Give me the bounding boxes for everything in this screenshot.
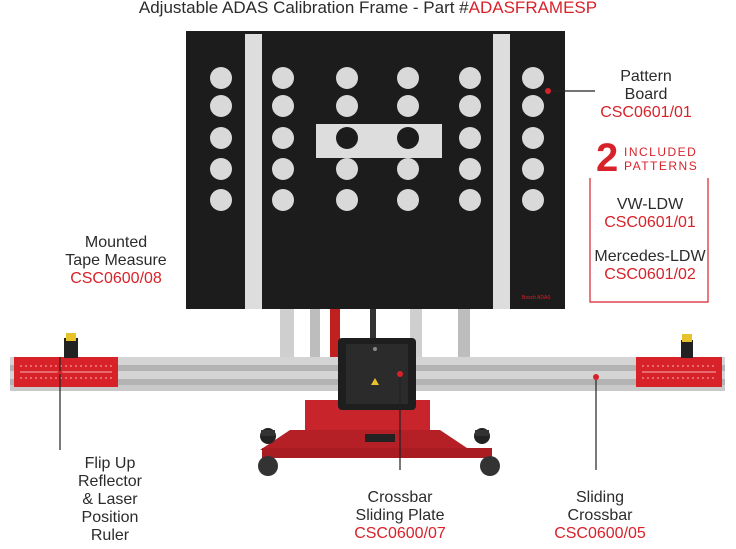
pattern-dot: [272, 189, 294, 211]
pattern-dot: [210, 158, 232, 180]
pattern-dot: [272, 127, 294, 149]
pattern-dot: [336, 67, 358, 89]
sliding-plate-code: CSC0600/07: [354, 525, 446, 542]
pattern-dot: [272, 67, 294, 89]
pattern-board-callout: Pattern Board CSC0601/01: [598, 68, 694, 122]
pattern-dot: [522, 158, 544, 180]
pattern-dot: [272, 95, 294, 117]
part-number: ADASFRAMESP: [468, 0, 598, 17]
pattern-dot: [397, 95, 419, 117]
patterns-box-frame: [589, 178, 709, 303]
flip-up-line3: & Laser: [82, 491, 138, 508]
pattern-dot: [397, 158, 419, 180]
pattern-dot: [336, 158, 358, 180]
pattern-dot: [397, 127, 419, 149]
pattern-item: Mercedes-LDW CSC0601/02: [590, 248, 710, 284]
sliding-plate-line1: Crossbar: [367, 489, 433, 506]
pattern-dot: [397, 67, 419, 89]
pattern-dot: [210, 127, 232, 149]
pattern-dot: [336, 189, 358, 211]
patterns-count: 2: [596, 136, 619, 180]
tape-measure-callout: Mounted Tape Measure CSC0600/08: [56, 234, 176, 288]
subtitle-prefix: Adjustable ADAS Calibration Frame - Part…: [138, 0, 469, 17]
tape-measure-line2: Tape Measure: [65, 252, 167, 269]
sliding-crossbar-line2: Crossbar: [567, 507, 633, 524]
pattern-dot: [210, 95, 232, 117]
pattern-board-code: CSC0601/01: [600, 104, 692, 121]
pattern-dot: [459, 127, 481, 149]
pattern-dot: [336, 127, 358, 149]
flip-up-line1: Flip Up: [84, 455, 136, 472]
pattern-dot: [336, 95, 358, 117]
sliding-crossbar-code: CSC0600/05: [554, 525, 646, 542]
flip-up-line2: Reflector: [77, 473, 143, 490]
pattern-item-name: VW-LDW: [616, 196, 684, 213]
tape-measure-code: CSC0600/08: [70, 270, 162, 287]
patterns-heading-line2: PATTERNS: [624, 159, 699, 173]
pattern-dot: [210, 67, 232, 89]
pattern-dot: [522, 67, 544, 89]
pattern-item: VW-LDW CSC0601/01: [590, 196, 710, 232]
pattern-dot: [397, 189, 419, 211]
frame-base: [258, 400, 500, 476]
pattern-item-code: CSC0601/01: [604, 214, 696, 231]
page-subtitle: Adjustable ADAS Calibration Frame - Part…: [0, 0, 736, 18]
pattern-dot: [459, 95, 481, 117]
pattern-dot: [522, 189, 544, 211]
flip-up-line5: Ruler: [90, 527, 130, 544]
board-brand-mark: Bosch ADAS: [522, 295, 551, 301]
sliding-plate-line2: Sliding Plate: [355, 507, 445, 524]
crossbar-sliding-plate: [338, 338, 416, 410]
included-patterns-heading: 2 INCLUDED PATTERNS: [590, 136, 710, 184]
pattern-board-line1: Pattern: [620, 68, 672, 85]
pattern-dot: [459, 67, 481, 89]
right-laser-ruler: [636, 334, 722, 387]
sliding-crossbar-line1: Sliding: [575, 489, 625, 506]
left-laser-ruler: [14, 333, 118, 387]
pattern-board: Bosch ADAS: [186, 31, 565, 309]
pattern-dot: [459, 189, 481, 211]
flip-up-line4: Position: [81, 509, 139, 526]
pattern-dot: [272, 158, 294, 180]
sliding-crossbar-callout: Sliding Crossbar CSC0600/05: [540, 489, 660, 543]
pattern-dot: [210, 189, 232, 211]
pattern-dot: [459, 158, 481, 180]
pattern-item-name: Mercedes-LDW: [594, 248, 706, 265]
leader-lines: [57, 88, 599, 470]
pattern-dots: [210, 67, 544, 211]
flip-up-ruler-callout: Flip Up Reflector & Laser Position Ruler: [60, 455, 160, 545]
tape-measure-line1: Mounted: [84, 234, 148, 251]
pattern-dot: [522, 127, 544, 149]
pattern-item-code: CSC0601/02: [604, 266, 696, 283]
pattern-board-line2: Board: [624, 86, 668, 103]
sliding-plate-callout: Crossbar Sliding Plate CSC0600/07: [340, 489, 460, 543]
pattern-dot: [522, 95, 544, 117]
patterns-heading-line1: INCLUDED: [624, 145, 698, 159]
